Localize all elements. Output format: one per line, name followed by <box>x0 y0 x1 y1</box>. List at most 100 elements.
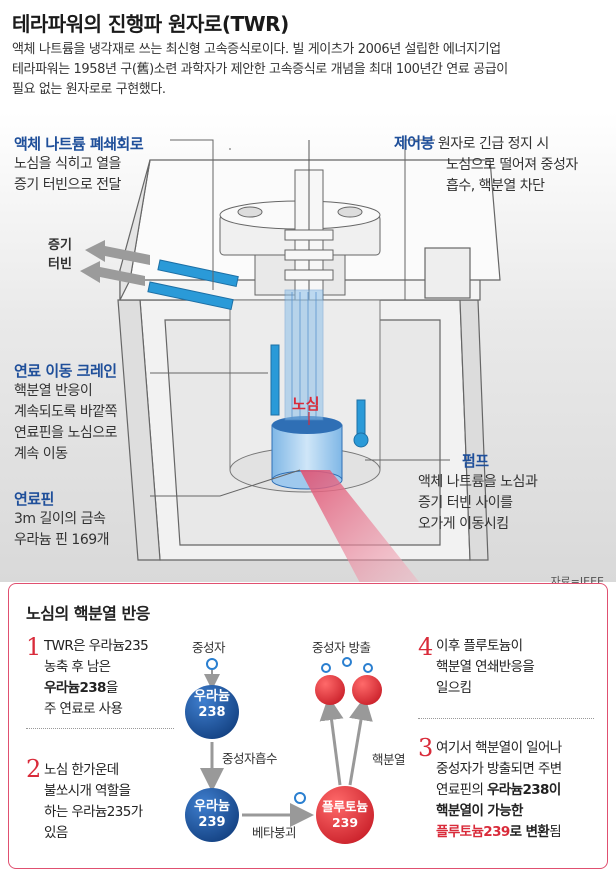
label-line: 노심을 식히고 열을 <box>14 156 121 172</box>
label-title: 펌프 <box>462 452 489 470</box>
label-fuel-pin: 연료핀 3m 길이의 금속 우라늄 핀 169개 <box>14 488 110 551</box>
step-4-number: 4 <box>418 633 434 661</box>
label-line: 오가게 이동시킴 <box>418 516 509 532</box>
label-sodium-loop: 액체 나트륨 폐쇄회로 노심을 식히고 열을 증기 터빈으로 전달 <box>14 133 144 196</box>
step-line: 하는 우라늄235가 <box>44 804 143 820</box>
fission-arrow <box>319 696 344 786</box>
label-title: 제어봉 <box>394 134 434 152</box>
sodium-pipes <box>147 259 369 448</box>
label-title: 연료핀 <box>14 490 54 508</box>
step-text-part: 연료핀의 <box>436 782 487 798</box>
step-4-text: 이후 플루토늄이 핵분열 연쇄반응을 일으킴 <box>436 636 535 699</box>
reaction-flow <box>185 657 382 844</box>
page-title: 테라파워의 진행파 원자로(TWR) <box>12 12 289 36</box>
atom-name: 우라늄 <box>194 799 230 814</box>
atom-name: 우라늄 <box>194 689 230 704</box>
reactor-diagram <box>0 112 616 582</box>
plutonium-239-atom <box>316 786 374 844</box>
step-3-number: 3 <box>418 734 434 762</box>
step-line: 여기서 핵분열이 일어나 <box>436 740 562 756</box>
atom-number: 238 <box>198 705 226 720</box>
uranium-238-label: 우라늄 238 <box>183 689 241 721</box>
label-steam-turbine: 증기 터빈 <box>48 236 72 274</box>
fission-product <box>352 675 382 705</box>
fission-arrow <box>348 696 373 786</box>
label-line: 계속되도록 바깥쪽 <box>14 404 118 420</box>
label-line: 3m 길이의 금속 <box>14 511 106 527</box>
step-line: 불쏘시개 역할을 <box>44 783 131 799</box>
intro-line: 테라파워는 1958년 구(舊)소련 과학자가 제안한 고속증식로 개념을 최대… <box>12 62 508 77</box>
neutron-emission-label: 중성자 방출 <box>312 640 371 655</box>
atom-number: 239 <box>331 815 359 830</box>
atom-name: 플루토늄 <box>321 799 368 814</box>
label-line: 증기 터빈 사이를 <box>418 495 513 511</box>
step-2-text: 노심 한가운데 불쏘시개 역할을 하는 우라늄235가 있음 <box>44 760 143 844</box>
separator <box>418 718 594 719</box>
step-line: 연료핀의 우라늄238이 <box>436 780 562 801</box>
neutron-label: 중성자 <box>192 640 226 655</box>
label-crane: 연료 이동 크레인 핵분열 반응이 계속되도록 바깥쪽 연료핀을 노심으로 계속… <box>14 360 118 465</box>
step-emphasis-red: 플루토늄239 <box>436 824 510 840</box>
step-line: 우라늄238을 <box>44 678 148 699</box>
separator <box>26 728 174 729</box>
intro-line: 액체 나트륨을 냉각재로 쓰는 최신형 고속증식로이다. 빌 게이츠가 2006… <box>12 42 501 57</box>
label-line: 핵분열 반응이 <box>14 383 93 399</box>
atom-number: 239 <box>198 815 226 830</box>
label-pump: 펌프 <box>462 450 489 471</box>
emitted-neutron <box>342 657 352 667</box>
step-line: 일으킴 <box>436 680 472 696</box>
label-line: 우라늄 핀 169개 <box>14 532 110 548</box>
step-line: 중성자가 방출되면 주변 <box>436 761 562 777</box>
step-3-text: 여기서 핵분열이 일어나 중성자가 방출되면 주변 연료핀의 우라늄238이 핵… <box>436 738 562 843</box>
plutonium-239-label: 플루토늄 239 <box>313 799 377 831</box>
label-control-rod: 제어봉 원자로 긴급 정지 시 노심으로 떨어져 중성자 흡수, 핵분열 차단 <box>394 133 578 197</box>
label-pump-desc: 액체 나트륨을 노심과 증기 터빈 사이를 오가게 이동시킴 <box>418 472 538 535</box>
label-line: 액체 나트륨을 노심과 <box>418 474 538 490</box>
step-line: 노심 한가운데 <box>44 762 119 778</box>
uranium-239-atom <box>185 788 239 842</box>
beta-label: 베타붕괴 <box>252 825 297 840</box>
step-1-number: 1 <box>26 633 42 661</box>
step-text-part: 됨 <box>549 824 562 840</box>
emitted-neutron <box>363 663 373 673</box>
step-text-part: 을 <box>105 680 118 696</box>
label-line: 증기 터빈으로 전달 <box>14 177 121 193</box>
intro-text: 액체 나트륨을 냉각재로 쓰는 최신형 고속증식로이다. 빌 게이츠가 2006… <box>12 40 608 100</box>
label-line: 증기 <box>48 238 72 253</box>
label-core: 노심 <box>292 395 320 413</box>
label-title: 액체 나트륨 폐쇄회로 <box>14 135 144 153</box>
step-emphasis: 우라늄238 <box>44 680 106 696</box>
label-line: 계속 이동 <box>14 446 68 462</box>
core-zoom-beam <box>300 470 420 582</box>
fission-label: 핵분열 <box>372 752 406 767</box>
leader-lines <box>150 139 450 497</box>
reaction-title: 노심의 핵분열 반응 <box>26 604 150 623</box>
label-line: 노심으로 떨어져 중성자 <box>446 157 578 173</box>
step-1-text: TWR은 우라늄235 농축 후 남은 우라늄238을 주 연료로 사용 <box>44 636 149 720</box>
steam-arrows <box>80 240 150 286</box>
intro-line: 필요 없는 원자로로 구현했다. <box>12 82 166 97</box>
label-text: 원자로 긴급 정지 시 <box>437 136 549 152</box>
step-line: 주 연료로 사용 <box>44 701 123 717</box>
step-line: 농축 후 남은 <box>44 659 111 675</box>
label-line: 연료핀을 노심으로 <box>14 425 118 441</box>
fission-product <box>315 675 345 705</box>
uranium-238-atom <box>185 685 239 739</box>
step-line: TWR은 우라늄235 <box>44 638 149 654</box>
step-line: 플루토늄239로 변환됨 <box>436 822 562 843</box>
uranium-239-label: 우라늄 239 <box>183 799 241 831</box>
label-line: 터빈 <box>48 257 72 272</box>
absorb-label: 중성자흡수 <box>222 751 278 766</box>
step-line: 핵분열 연쇄반응을 <box>436 659 535 675</box>
step-line: 있음 <box>44 825 68 841</box>
neutron-particle <box>294 792 306 804</box>
step-line: 이후 플루토늄이 <box>436 638 523 654</box>
step-line: 핵분열이 가능한 <box>436 803 523 819</box>
emitted-neutron <box>321 663 331 673</box>
step-2-number: 2 <box>26 755 42 783</box>
step-emphasis: 우라늄238이 <box>486 782 561 798</box>
neutron-particle <box>206 658 218 670</box>
label-title: 연료 이동 크레인 <box>14 362 117 380</box>
step-emphasis: 로 변환 <box>509 824 550 840</box>
label-line: 제어봉 원자로 긴급 정지 시 <box>394 133 578 155</box>
